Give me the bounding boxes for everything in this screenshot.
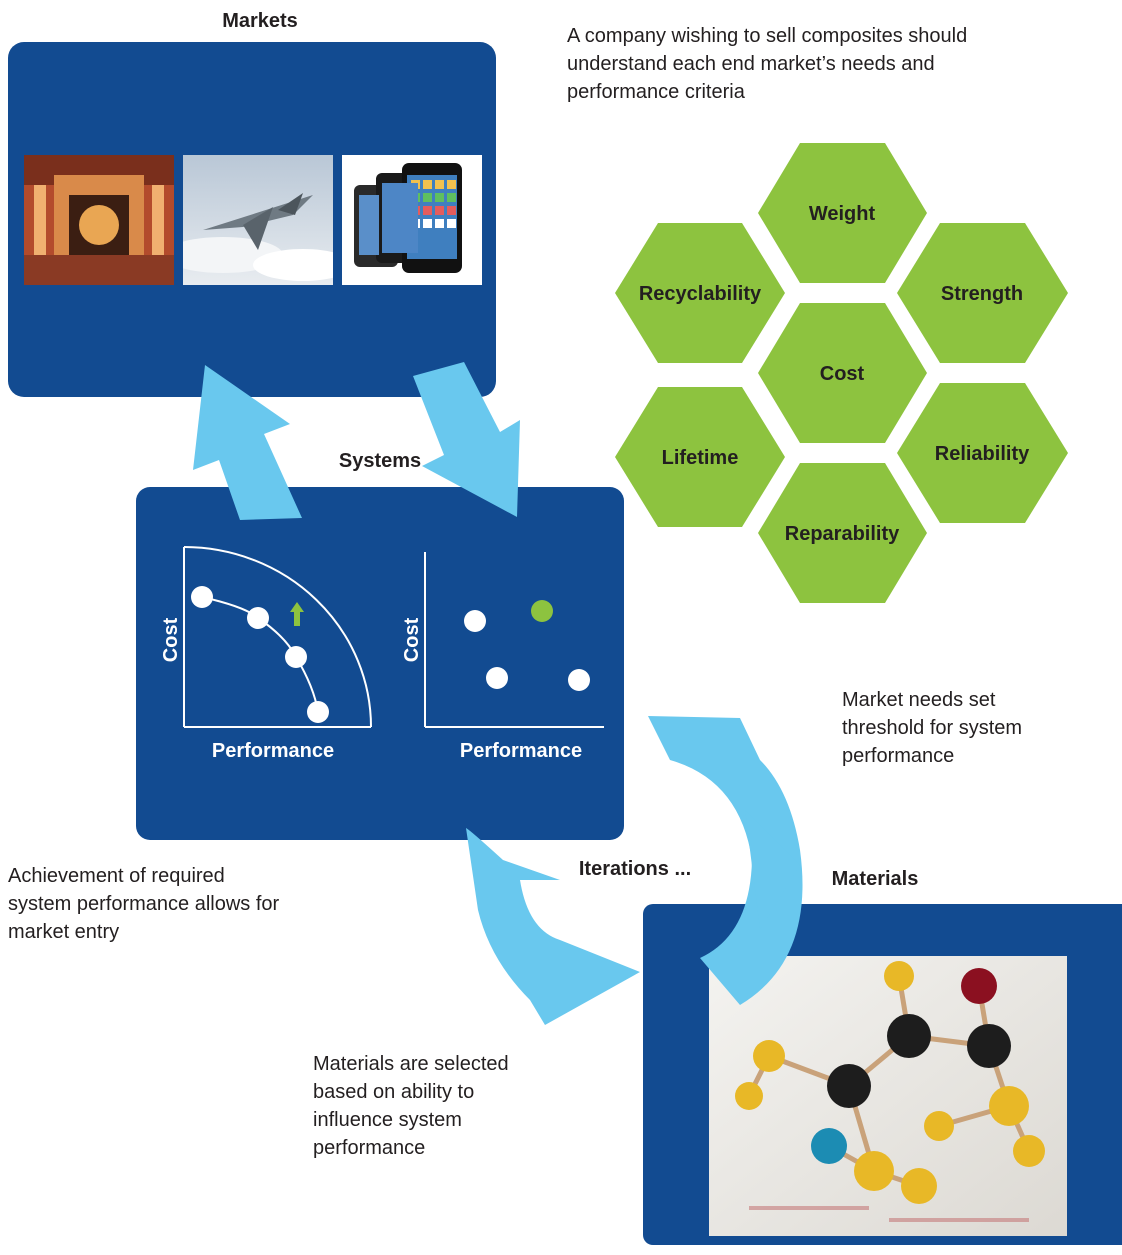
arrow-head-materials bbox=[745, 810, 800, 930]
left-point bbox=[247, 607, 269, 629]
arrow-systems-to-markets bbox=[193, 365, 302, 520]
left-point bbox=[307, 701, 329, 723]
right-point bbox=[568, 669, 590, 691]
iterations-label: Iterations ... bbox=[578, 858, 692, 880]
markets-title: Markets bbox=[222, 10, 298, 32]
systems-title: Systems bbox=[338, 450, 422, 472]
smartphones-photo bbox=[342, 155, 482, 285]
arrow-markets-to-systems bbox=[413, 362, 520, 517]
materials-selected-note: Materials are selected based on ability … bbox=[313, 1053, 509, 1159]
hex-strength bbox=[897, 223, 1068, 363]
hex-lifetime-label: Lifetime bbox=[662, 447, 739, 469]
hex-reparability-label: Reparability bbox=[785, 523, 900, 545]
pareto-frontier-arc bbox=[183, 546, 372, 728]
factory-photo bbox=[24, 155, 174, 285]
right-plot-xlabel: Performance bbox=[460, 740, 582, 762]
trade-off-curve bbox=[201, 596, 319, 713]
materials-title: Materials bbox=[831, 868, 919, 890]
arrow-iteration-cycle bbox=[466, 828, 640, 1025]
molecule-model-photo bbox=[709, 956, 1067, 1236]
hex-lifetime bbox=[615, 387, 785, 527]
hex-cost bbox=[758, 303, 927, 443]
intro-note: A company wishing to sell composites sho… bbox=[567, 25, 968, 103]
fighter-jet-photo bbox=[183, 155, 333, 285]
hex-weight-label: Weight bbox=[809, 203, 876, 225]
right-plot-ylabel: Cost bbox=[401, 617, 423, 662]
left-point bbox=[285, 646, 307, 668]
markets-panel bbox=[8, 42, 496, 397]
right-point-highlighted bbox=[531, 600, 553, 622]
hex-cost-label: Cost bbox=[820, 363, 865, 385]
hex-recyclability-label: Recyclability bbox=[639, 283, 762, 305]
hex-weight bbox=[758, 143, 927, 283]
hex-reliability bbox=[897, 383, 1068, 523]
hex-reparability bbox=[758, 463, 927, 603]
achievement-note: Achievement of required system performan… bbox=[8, 865, 280, 943]
left-plot-xlabel: Performance bbox=[212, 740, 334, 762]
arrow-materials-to-systems-cycle bbox=[648, 716, 803, 1005]
improvement-arrow-icon bbox=[290, 602, 304, 626]
systems-panel: Performance Cost Performance Cost bbox=[136, 487, 624, 840]
left-plot-ylabel: Cost bbox=[160, 617, 182, 662]
right-point bbox=[486, 667, 508, 689]
market-needs-note: Market needs set threshold for system pe… bbox=[842, 689, 1023, 767]
left-cost-performance-plot: Performance Cost Performance Cost bbox=[160, 546, 604, 762]
hex-recyclability bbox=[615, 223, 785, 363]
hex-reliability-label: Reliability bbox=[935, 443, 1030, 465]
right-point bbox=[464, 610, 486, 632]
hex-strength-label: Strength bbox=[941, 283, 1023, 305]
left-point bbox=[191, 586, 213, 608]
